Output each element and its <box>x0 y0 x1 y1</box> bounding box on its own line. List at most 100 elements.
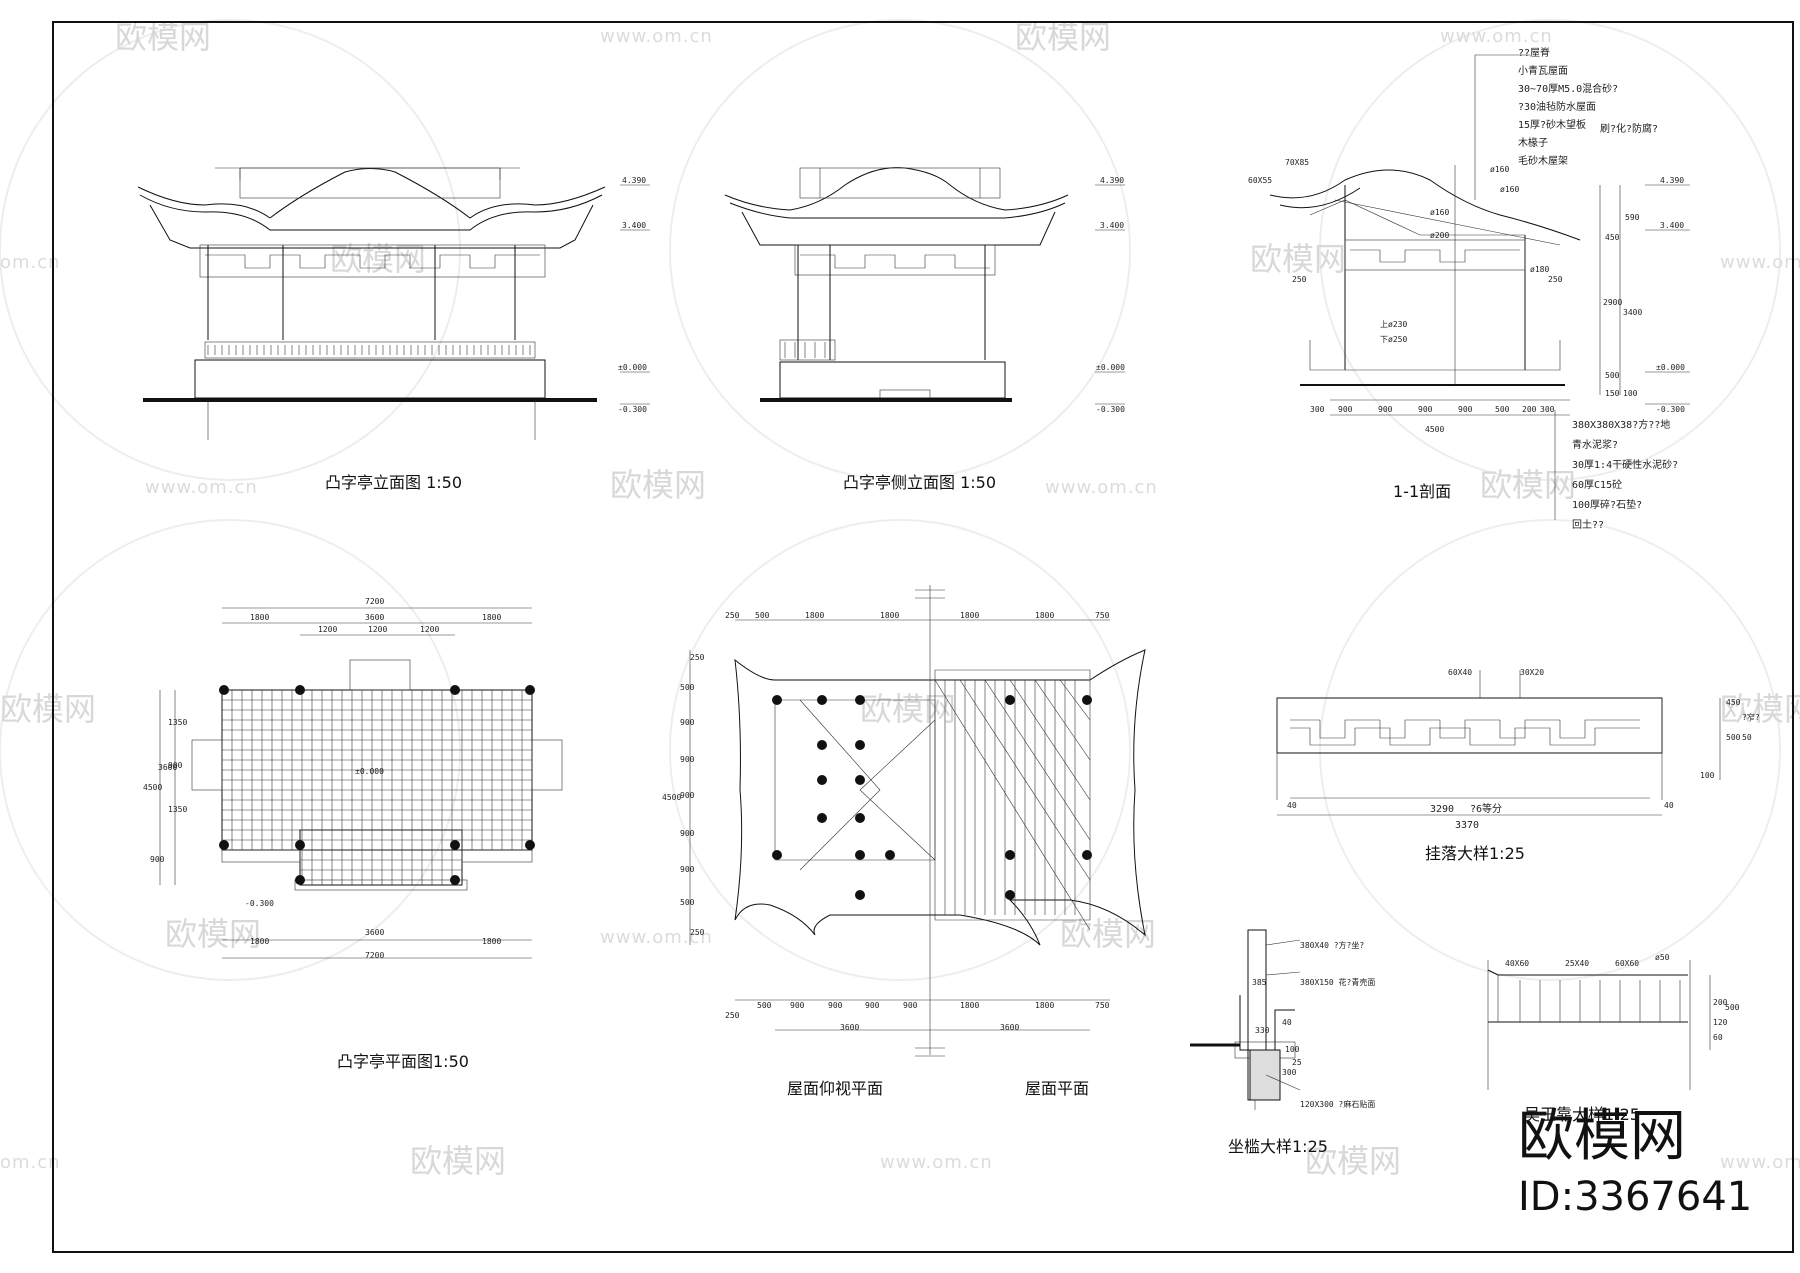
plan-dim: 900 <box>168 761 183 770</box>
watermark-brand: 欧模网 <box>115 18 211 56</box>
brand-name: 欧模网 <box>1518 1104 1686 1169</box>
watermark-url-fragment: om.cn <box>0 252 61 273</box>
watermark-brand: 欧模网 <box>1305 1142 1401 1180</box>
plan-dim: 1200 <box>318 625 337 634</box>
section-notes: ??屋脊 小青瓦屋面 30~70厚M5.0混合砂? ?30油毡防水屋面 15厚?… <box>1248 46 1685 531</box>
side-elevation-drawing <box>724 167 1125 405</box>
watermark-layer: 欧模网 www.om.cn 欧模网 www.om.cn om.cn 欧模网 ww… <box>0 18 1800 1180</box>
plan-dim: 900 <box>150 855 165 864</box>
roof-dim: 3600 <box>840 1023 859 1032</box>
roof-dim: 500 <box>757 1001 772 1010</box>
watermark-url: www.om.cn <box>1720 252 1800 273</box>
section-bottom-dim: 900 <box>1418 405 1433 414</box>
section-bottom-dim: 900 <box>1338 405 1353 414</box>
section-note: 毛砂木屋架 <box>1518 154 1568 167</box>
section-total-dim: 4500 <box>1425 425 1444 434</box>
railing-height: 120 <box>1713 1018 1728 1027</box>
watermark-brand: 欧模网 <box>1250 240 1346 278</box>
roof-dim: 1800 <box>1035 611 1054 620</box>
hanging-height: ?窄? <box>1742 712 1760 722</box>
section-note: ??屋脊 <box>1518 46 1550 59</box>
watermark-brand: 欧模网 <box>1480 466 1576 504</box>
railing-height: 60 <box>1713 1033 1723 1042</box>
section-level-ground: -0.300 <box>1656 405 1685 414</box>
roof-dim: 900 <box>790 1001 805 1010</box>
side-level-top: 4.390 <box>1100 176 1124 185</box>
watermark-brand: 欧模网 <box>860 690 956 728</box>
plan-dim: 3600 <box>365 613 384 622</box>
roof-dim: 900 <box>680 865 695 874</box>
roof-dim: 900 <box>680 829 695 838</box>
section-base-note: 回土?? <box>1572 518 1604 531</box>
watermark-url-fragment: om.cn <box>0 1152 61 1173</box>
roof-dim: 900 <box>903 1001 918 1010</box>
seat-dim: 330 <box>1255 1026 1270 1035</box>
front-level-zero: ±0.000 <box>618 363 647 372</box>
roof-dim: 900 <box>680 791 695 800</box>
watermark-url: www.om.cn <box>1440 26 1553 47</box>
hanging-label: 30X20 <box>1520 668 1544 677</box>
section-base-note: 60厚C15砼 <box>1572 478 1622 491</box>
section-bottom-dim: 900 <box>1378 405 1393 414</box>
section-base-note: 100厚碎?石垫? <box>1572 498 1642 511</box>
hanging-height: 450 <box>1726 698 1741 707</box>
section-height: 500 <box>1605 371 1620 380</box>
roof-dim: 1800 <box>960 611 979 620</box>
section-level-eave: 3.400 <box>1660 221 1684 230</box>
front-elevation-drawing <box>137 167 650 440</box>
railing-detail-labels: 40X60 25X40 60X60 ø50 500 200 120 60 <box>1505 953 1740 1042</box>
plan-dim: 1800 <box>482 613 501 622</box>
roof-dim: 500 <box>680 683 695 692</box>
plan-dimensions: 7200 1800 3600 1800 1200 1200 1200 4500 … <box>143 597 501 960</box>
watermark-brand: 欧模网 <box>410 1142 506 1180</box>
section-bottom-dim: 300 <box>1310 405 1325 414</box>
front-level-top: 4.390 <box>622 176 646 185</box>
section-level-top: 4.390 <box>1660 176 1684 185</box>
sheet-border <box>52 21 1794 1253</box>
section-height: 250 <box>1292 275 1307 284</box>
section-bottom-dim: 200 <box>1522 405 1537 414</box>
roof-dim: 750 <box>1095 611 1110 620</box>
hanging-span: 3290 <box>1430 804 1454 815</box>
section-bottom-dim: 900 <box>1458 405 1473 414</box>
section-base-note: 30厚1:4干硬性水泥砂? <box>1572 458 1678 471</box>
watermark-brand: 欧模网 <box>1060 915 1156 953</box>
watermark-brand-fragment: 欧模网 <box>0 690 96 728</box>
section-height: 2900 <box>1603 298 1622 307</box>
plan-dim: 1350 <box>168 805 187 814</box>
hanging-total: 3370 <box>1455 820 1479 831</box>
watermark-url: www.om.cn <box>600 927 713 948</box>
section-note: 木椽子 <box>1518 136 1548 149</box>
section-note: 15厚?砂木望板 <box>1518 118 1586 131</box>
hanging-span-note: ?6等分 <box>1470 802 1502 815</box>
section-height: 590 <box>1625 213 1640 222</box>
section-height: 250 <box>1548 275 1563 284</box>
railing-label: 60X60 <box>1615 959 1639 968</box>
hanging-height: 50 <box>1742 733 1752 742</box>
roof-dim: 1800 <box>1035 1001 1054 1010</box>
section-column-bottom: 下ø250 <box>1380 335 1407 344</box>
watermark-url: www.om.cn <box>600 26 713 47</box>
roof-dim: 250 <box>690 653 705 662</box>
section-dim-label: ø160 <box>1490 165 1509 174</box>
section-note: 小青瓦屋面 <box>1518 64 1568 77</box>
section-note: 30~70厚M5.0混合砂? <box>1518 82 1618 95</box>
roof-dim: 900 <box>865 1001 880 1010</box>
plan-dim: 1800 <box>250 937 269 946</box>
hanging-height: 100 <box>1700 771 1715 780</box>
section-note: ?30油毡防水屋面 <box>1518 100 1596 113</box>
roof-plan-drawing <box>689 585 1146 1057</box>
hanging-label: 60X40 <box>1448 668 1472 677</box>
seat-dim: 100 <box>1285 1045 1300 1054</box>
front-elevation-title: 凸字亭立面图 1:50 <box>325 473 462 492</box>
section-base-note: 380X380X38?方??地 <box>1572 418 1670 431</box>
section-dim-label: ø160 <box>1500 185 1519 194</box>
railing-detail-title: 吴王靠大样1:25 <box>1524 1105 1640 1124</box>
side-level-ground: -0.300 <box>1096 405 1125 414</box>
watermark-brand: 欧模网 <box>1015 18 1111 56</box>
plan-dim: 1350 <box>168 718 187 727</box>
hanging-detail-title: 挂落大样1:25 <box>1425 844 1525 863</box>
section-dim-label: ø160 <box>1430 208 1449 217</box>
roof-dim: 250 <box>725 611 740 620</box>
